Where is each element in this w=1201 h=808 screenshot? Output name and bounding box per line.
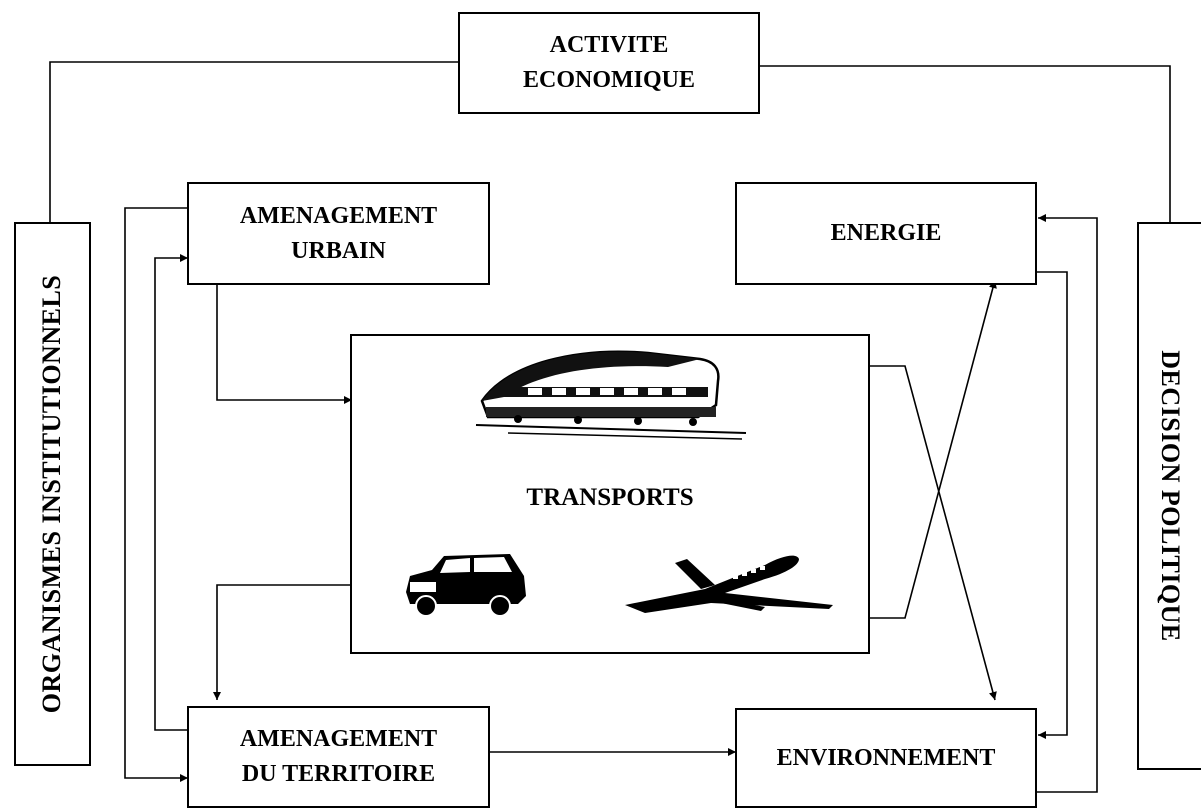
activite-line1: ACTIVITE	[549, 32, 669, 59]
environnement-label: ENVIRONNEMENT	[776, 744, 996, 771]
organismes-label: ORGANISMES INSTITUTIONNELS	[37, 274, 66, 714]
urbain-line1: AMENAGEMENT	[239, 202, 438, 229]
activite-line2: ECONOMIQUE	[522, 67, 695, 93]
territoire-line2: DU TERRITOIRE	[241, 761, 436, 787]
energie-box: ENERGIE	[735, 182, 1037, 285]
amenagement-urbain-box: AMENAGEMENT URBAIN	[187, 182, 490, 285]
link-transports-territoire	[213, 581, 358, 700]
territoire-line1: AMENAGEMENT	[239, 726, 438, 753]
link-transports-energie	[870, 279, 997, 619]
train-icon	[475, 350, 747, 440]
link-urbain-transports	[213, 277, 352, 404]
organismes-box	[14, 222, 91, 766]
link-activite-decision	[760, 65, 1171, 222]
decision-box	[1137, 222, 1201, 770]
urbain-line2: URBAIN	[291, 237, 386, 264]
decision-label: DECISION POLITIQUE	[1156, 350, 1185, 642]
link-energie-environnement	[1037, 271, 1068, 739]
link-environnement-energie	[1037, 214, 1098, 793]
energie-label: ENERGIE	[830, 220, 942, 247]
environnement-box: ENVIRONNEMENT	[735, 708, 1037, 808]
link-territoire-urbain-inner	[154, 254, 188, 731]
link-organismes-activite	[49, 61, 458, 222]
link-transports-environnement	[870, 365, 997, 701]
airplane-icon	[625, 555, 833, 613]
transports-label: TRANSPORTS	[526, 483, 694, 511]
car-icon	[406, 554, 526, 617]
amenagement-territoire-box: AMENAGEMENT DU TERRITOIRE	[187, 706, 490, 808]
activite-economique-box: ACTIVITE ECONOMIQUE	[458, 12, 760, 114]
link-urbain-territoire-outer	[124, 207, 188, 782]
